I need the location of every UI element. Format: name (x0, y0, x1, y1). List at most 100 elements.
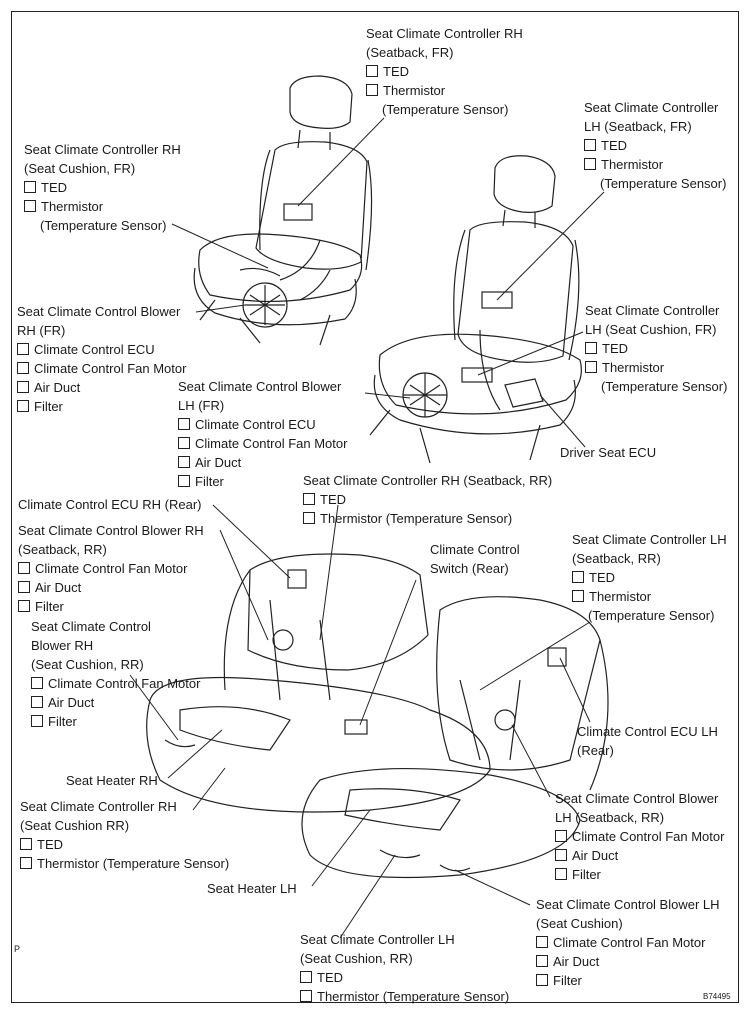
checkbox-icon (303, 512, 315, 524)
checklist-item: TED (572, 568, 727, 587)
checklist-item: Thermistor (584, 155, 726, 174)
callout-title: (Seat Cushion) (536, 916, 623, 931)
checkbox-icon (178, 418, 190, 430)
checklist-item: Air Duct (555, 846, 724, 865)
rear-seat-drawing (146, 553, 609, 879)
checkbox-icon (31, 715, 43, 727)
callout-title: (Seatback, FR) (366, 45, 454, 60)
checkbox-icon (366, 84, 378, 96)
checkbox-icon (20, 838, 32, 850)
callout-blower-lh-cushion: Seat Climate Control Blower LH (Seat Cus… (536, 895, 720, 990)
checklist-item: Thermistor (Temperature Sensor) (303, 509, 552, 528)
callout-driver-seat-ecu: Driver Seat ECU (560, 443, 656, 462)
checklist-item: Thermistor (Temperature Sensor) (20, 854, 229, 873)
checklist-item: Climate Control Fan Motor (31, 674, 200, 693)
front-seat-lh-drawing (369, 155, 582, 464)
callout-title: Seat Heater LH (207, 881, 297, 896)
checkbox-icon (300, 971, 312, 983)
callout-title: Seat Climate Control Blower (17, 304, 181, 319)
checkbox-icon (17, 381, 29, 393)
callout-title: LH (FR) (178, 398, 225, 413)
checklist-item: Thermistor (366, 81, 523, 100)
checkbox-icon (24, 181, 36, 193)
checklist-item: TED (585, 339, 727, 358)
callout-blower-rh-cushion-rr: Seat Climate Control Blower RH (Seat Cus… (31, 617, 200, 731)
checklist-item: Climate Control Fan Motor (17, 359, 186, 378)
callout-title: (Seat Cushion RR) (20, 818, 130, 833)
callout-blower-rh-seatback-rr: Seat Climate Control Blower RH (Seatback… (18, 521, 204, 616)
callout-blower-lh-seatback-rr: Seat Climate Control Blower LH (Seatback… (555, 789, 724, 884)
callout-title: Seat Climate Control Blower (178, 379, 342, 394)
callout-lh-cushion-rr: Seat Climate Controller LH (Seat Cushion… (300, 930, 509, 1006)
callout-title: (Rear) (577, 743, 614, 758)
callout-heater-lh: Seat Heater LH (207, 879, 297, 898)
checklist-item: Climate Control Fan Motor (536, 933, 720, 952)
checklist-item: Filter (18, 597, 204, 616)
checklist-item: TED (300, 968, 509, 987)
callout-title: LH (Seatback, FR) (584, 119, 692, 134)
checkbox-icon (303, 493, 315, 505)
checkbox-icon (178, 475, 190, 487)
checklist-item: Thermistor (Temperature Sensor) (300, 987, 509, 1006)
checkbox-icon (572, 590, 584, 602)
checklist-item-continuation: (Temperature Sensor) (40, 218, 167, 233)
callout-title: (Seatback, RR) (18, 542, 107, 557)
checklist-item: Air Duct (178, 453, 347, 472)
checklist-item: Thermistor (24, 197, 181, 216)
callout-title: Switch (Rear) (430, 561, 509, 576)
checkbox-icon (585, 361, 597, 373)
checkbox-icon (536, 955, 548, 967)
leader-lines (129, 117, 605, 939)
callout-title: LH (Seatback, RR) (555, 810, 665, 825)
checkbox-icon (555, 868, 567, 880)
checkbox-icon (585, 342, 597, 354)
callout-title: Seat Climate Controller RH (20, 799, 177, 814)
checkbox-icon (178, 437, 190, 449)
callout-blower-rh-fr: Seat Climate Control Blower RH (FR) Clim… (17, 302, 186, 416)
callout-title: (Seatback, RR) (572, 551, 661, 566)
callout-switch-rear: Climate Control Switch (Rear) (430, 540, 520, 578)
checkbox-icon (17, 362, 29, 374)
checklist-item: Filter (31, 712, 200, 731)
callout-rh-seatback-fr: Seat Climate Controller RH (Seatback, FR… (366, 24, 523, 119)
checklist-item-continuation: (Temperature Sensor) (382, 102, 509, 117)
checkbox-icon (536, 936, 548, 948)
callout-blower-lh-fr: Seat Climate Control Blower LH (FR) Clim… (178, 377, 347, 491)
callout-title: Seat Climate Controller RH (366, 26, 523, 41)
checklist-item: Climate Control ECU (178, 415, 347, 434)
callout-rh-seatback-rr: Seat Climate Controller RH (Seatback, RR… (303, 471, 552, 528)
checkbox-icon (178, 456, 190, 468)
checklist-item: TED (584, 136, 726, 155)
checkbox-icon (366, 65, 378, 77)
checkbox-icon (300, 990, 312, 1002)
callout-rh-cushion-rr: Seat Climate Controller RH (Seat Cushion… (20, 797, 229, 873)
callout-title: Climate Control ECU LH (577, 724, 718, 739)
checklist-item: TED (20, 835, 229, 854)
callout-title: Seat Climate Control Blower LH (536, 897, 720, 912)
callout-title: (Seat Cushion, RR) (300, 951, 413, 966)
checkbox-icon (18, 562, 30, 574)
checklist-item: Climate Control Fan Motor (178, 434, 347, 453)
callout-title: Seat Climate Controller RH (Seatback, RR… (303, 473, 553, 488)
callout-title: Seat Climate Control Blower RH (18, 523, 204, 538)
figure-code: B74495 (703, 992, 731, 1001)
callout-title: (Seat Cushion, FR) (24, 161, 136, 176)
callout-title: Seat Heater RH (66, 773, 158, 788)
callout-title: Seat Climate Controller (584, 100, 719, 115)
checklist-item: Air Duct (17, 378, 186, 397)
callout-title: Blower RH (31, 638, 94, 653)
checklist-item: Climate Control Fan Motor (18, 559, 204, 578)
checklist-item: Climate Control Fan Motor (555, 827, 724, 846)
callout-title: Seat Climate Controller LH (572, 532, 727, 547)
callout-lh-seatback-fr: Seat Climate Controller LH (Seatback, FR… (584, 98, 726, 193)
checklist-item: Filter (536, 971, 720, 990)
callout-title: Climate Control (430, 542, 520, 557)
checklist-item: Filter (555, 865, 724, 884)
callout-title: Driver Seat ECU (560, 445, 657, 460)
callout-title: Seat Climate Controller RH (24, 142, 181, 157)
checklist-item: Thermistor (572, 587, 727, 606)
checkbox-icon (555, 830, 567, 842)
checkbox-icon (20, 857, 32, 869)
checklist-item-continuation: (Temperature Sensor) (601, 379, 728, 394)
